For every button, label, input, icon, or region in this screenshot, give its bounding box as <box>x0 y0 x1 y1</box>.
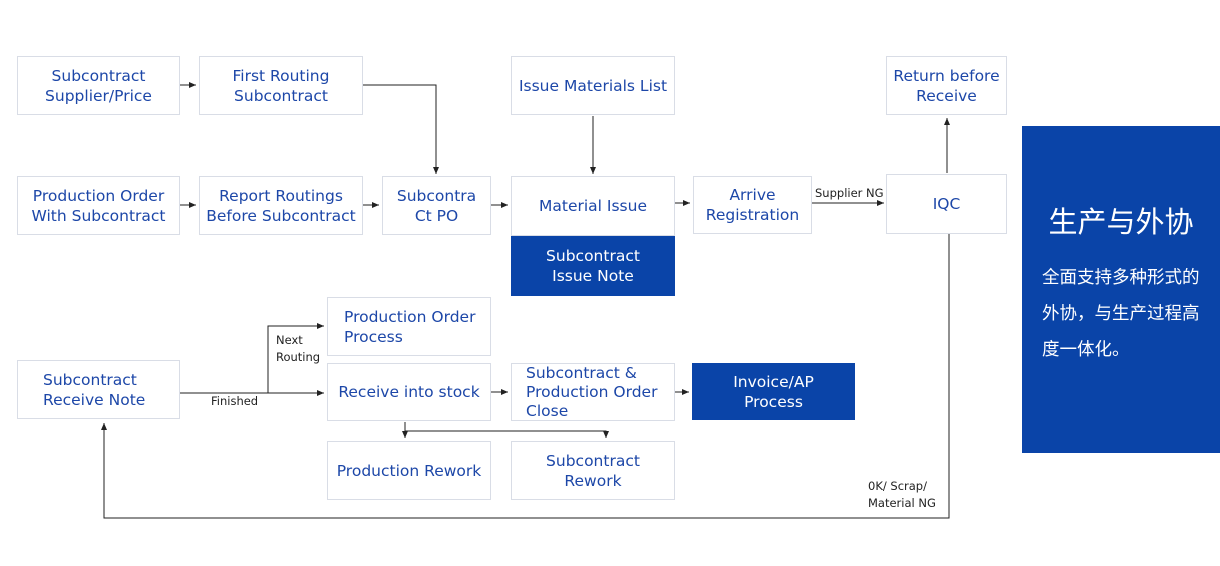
box-label: Report Routings Before Subcontract <box>206 186 356 225</box>
subcontract-issue-note-box: Subcontract Issue Note <box>511 236 675 296</box>
box-label: Subcontract Issue Note <box>546 247 640 285</box>
box-label: Production Rework <box>336 461 482 480</box>
box-label: Subcontract Supplier/Price <box>45 66 152 105</box>
panel-description: 全面支持多种形式的外协，与生产过程高度一体化。 <box>1042 268 1200 360</box>
box-label: IQC <box>932 195 961 213</box>
subcontract-order-close-box: Subcontract & Production Order Close <box>511 363 675 421</box>
finished-label: Finished <box>211 394 259 408</box>
receive-into-stock-box: Receive into stock <box>327 363 491 421</box>
production-order-box: Production Order With Subcontract <box>17 176 180 235</box>
box-label: Material Issue <box>539 197 647 215</box>
box-label: Arrive Registration <box>705 186 800 224</box>
subcontract-po-box: Subcontra Ct PO <box>382 176 491 235</box>
box-label: Subcontract Rework <box>546 451 640 490</box>
arrive-registration-box: Arrive Registration <box>693 176 812 234</box>
issue-materials-list-box: Issue Materials List <box>511 56 675 115</box>
box-label: Receive into stock <box>338 383 480 401</box>
first-routing-subcontract-box: First Routing Subcontract <box>199 56 363 115</box>
box-label: Subcontra Ct PO <box>396 186 477 225</box>
box-label: Production Order Process <box>344 307 476 346</box>
report-routings-box: Report Routings Before Subcontract <box>199 176 363 235</box>
subcontract-rework-box: Subcontract Rework <box>511 441 675 500</box>
ok-scrap-material-ng-label: 0K/ Scrap/ Material NG <box>868 479 936 510</box>
iqc-box: IQC <box>886 174 1007 234</box>
box-label: First Routing Subcontract <box>232 66 330 105</box>
box-label: Subcontract & Production Order Close <box>526 363 658 420</box>
production-rework-box: Production Rework <box>327 441 491 500</box>
next-routing-label: Next Routing <box>276 333 321 364</box>
panel-title: 生产与外协 <box>1048 205 1194 239</box>
material-issue-box: Material Issue <box>511 176 675 236</box>
feature-panel: 生产与外协 全面支持多种形式的外协，与生产过程高度一体化。 <box>1022 126 1220 453</box>
supplier-ng-label: Supplier NG <box>815 186 884 200</box>
production-order-process-box: Production Order Process <box>327 297 491 356</box>
box-label: Issue Materials List <box>518 76 668 95</box>
box-label: Production Order With Subcontract <box>31 186 166 225</box>
box-label: Subcontract Receive Note <box>43 370 146 409</box>
box-label: Return before Receive <box>893 66 1000 105</box>
invoice-ap-process-box: Invoice/AP Process <box>692 363 855 420</box>
subcontract-supplier-price-box: Subcontract Supplier/Price <box>17 56 180 115</box>
box-label: Invoice/AP Process <box>733 372 814 411</box>
subcontract-receive-note-box: Subcontract Receive Note <box>17 360 180 419</box>
return-before-receive-box: Return before Receive <box>886 56 1007 115</box>
